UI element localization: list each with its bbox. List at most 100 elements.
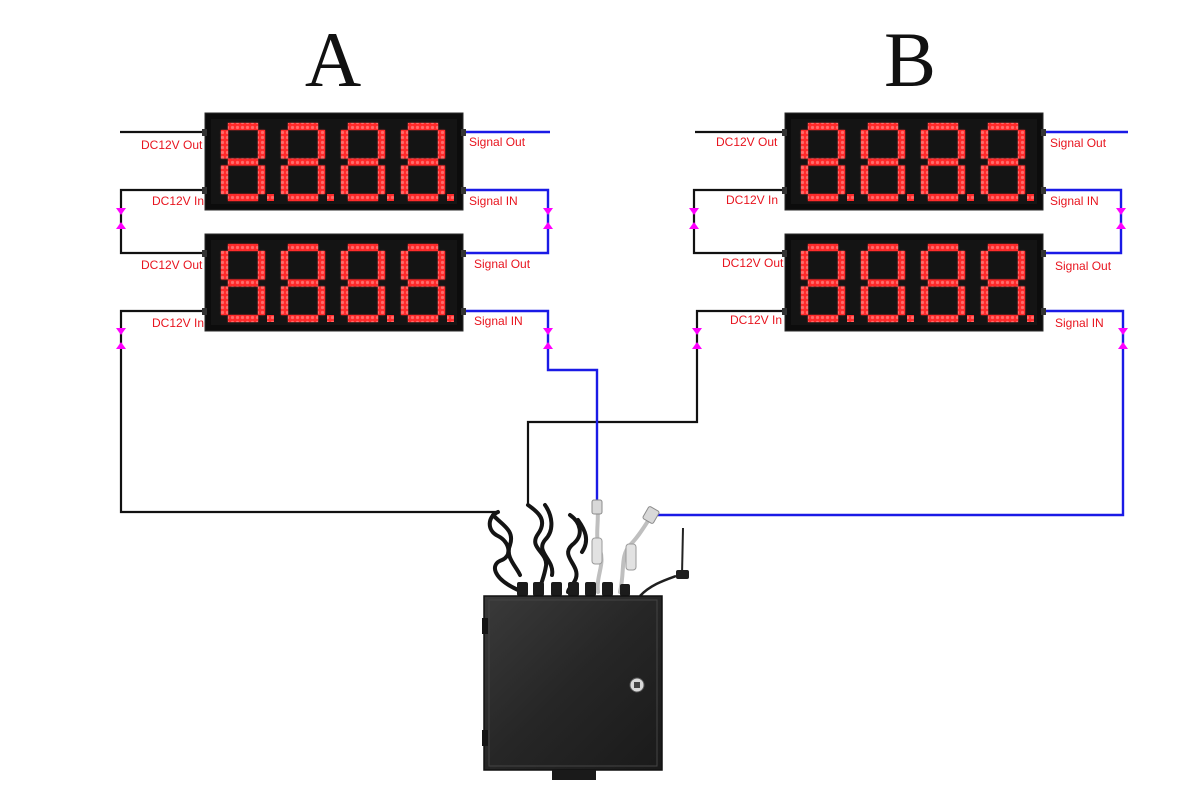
arrow-up-icon (1118, 342, 1128, 349)
arrow-down-icon (543, 328, 553, 335)
arrow-down-icon (1116, 208, 1126, 215)
led-segment (868, 244, 898, 251)
led-segment (288, 123, 318, 130)
led-segment (838, 130, 845, 159)
group-title-a: A (305, 16, 361, 103)
label-b2-signal-out: Signal Out (1055, 259, 1112, 273)
led-segment (861, 286, 868, 315)
led-segment (378, 130, 385, 159)
led-segment (408, 315, 438, 322)
led-segment (921, 165, 928, 194)
cable-glands (517, 582, 630, 596)
connector-stud (461, 308, 466, 315)
connector-stud (202, 250, 207, 257)
arrow-down-icon (116, 208, 126, 215)
connector-stud (461, 187, 466, 194)
label-b2-signal-in: Signal IN (1055, 316, 1104, 330)
led-segment (928, 279, 958, 287)
led-segment (318, 130, 325, 159)
led-segment (378, 251, 385, 280)
arrow-down-icon (116, 328, 126, 335)
led-segment (228, 194, 258, 201)
led-segment (898, 286, 905, 315)
led-segment (348, 315, 378, 322)
arrow-down-icon (692, 328, 702, 335)
connector-stud (782, 308, 787, 315)
led-segment (921, 286, 928, 315)
led-segment (221, 165, 228, 194)
connector-stud (202, 308, 207, 315)
led-segment (341, 251, 348, 280)
led-segment (1018, 130, 1025, 159)
antenna-base (676, 570, 689, 579)
decimal-point (447, 194, 454, 201)
cable-filter (591, 537, 603, 565)
label-b1-power-out: DC12V Out (716, 135, 778, 149)
led-segment (348, 244, 378, 251)
led-segment (228, 279, 258, 287)
led-segment (341, 130, 348, 159)
led-segment (868, 315, 898, 322)
led-segment (868, 194, 898, 201)
led-segment (1018, 286, 1025, 315)
led-segment (318, 251, 325, 280)
led-segment (808, 315, 838, 322)
led-segment (378, 165, 385, 194)
led-segment (228, 123, 258, 130)
led-segment (318, 286, 325, 315)
led-panel-b2 (782, 233, 1046, 332)
decimal-point (967, 194, 974, 201)
arrow-up-icon (543, 222, 553, 229)
led-panel-a1 (202, 112, 466, 211)
led-segment (921, 251, 928, 280)
led-segment (438, 130, 445, 159)
decimal-point (847, 315, 854, 322)
led-segment (1018, 165, 1025, 194)
led-segment (868, 279, 898, 287)
led-segment (861, 165, 868, 194)
decimal-point (1027, 315, 1034, 322)
led-segment (221, 286, 228, 315)
led-segment (438, 165, 445, 194)
led-segment (801, 130, 808, 159)
direction-arrows (116, 208, 1128, 349)
led-segment (221, 130, 228, 159)
led-segment (808, 244, 838, 251)
led-segment (868, 158, 898, 166)
led-segment (408, 194, 438, 201)
led-segment (401, 165, 408, 194)
led-segment (341, 286, 348, 315)
led-segment (408, 158, 438, 166)
led-segment (258, 130, 265, 159)
decimal-point (907, 315, 914, 322)
label-a1-power-out: DC12V Out (141, 138, 203, 152)
led-segment (348, 158, 378, 166)
led-panel-b1 (782, 112, 1046, 211)
led-segment (958, 251, 965, 280)
led-segment (281, 251, 288, 280)
label-a1-signal-in: Signal IN (469, 194, 518, 208)
label-b1-signal-out: Signal Out (1050, 136, 1107, 150)
arrow-down-icon (689, 208, 699, 215)
led-segment (838, 286, 845, 315)
led-segment (868, 123, 898, 130)
decimal-point (327, 194, 334, 201)
led-segment (438, 251, 445, 280)
led-segment (801, 165, 808, 194)
led-segment (258, 286, 265, 315)
led-segment (898, 251, 905, 280)
led-segment (288, 244, 318, 251)
connector-stud (202, 187, 207, 194)
signal-wires (463, 130, 1128, 517)
group-title-b: B (884, 16, 936, 103)
led-segment (928, 315, 958, 322)
connector-stud (1041, 129, 1046, 136)
decimal-point (447, 315, 454, 322)
led-segment (228, 158, 258, 166)
led-segment (401, 286, 408, 315)
led-segment (408, 279, 438, 287)
decimal-point (267, 194, 274, 201)
led-segment (401, 130, 408, 159)
connector-stud (1041, 308, 1046, 315)
